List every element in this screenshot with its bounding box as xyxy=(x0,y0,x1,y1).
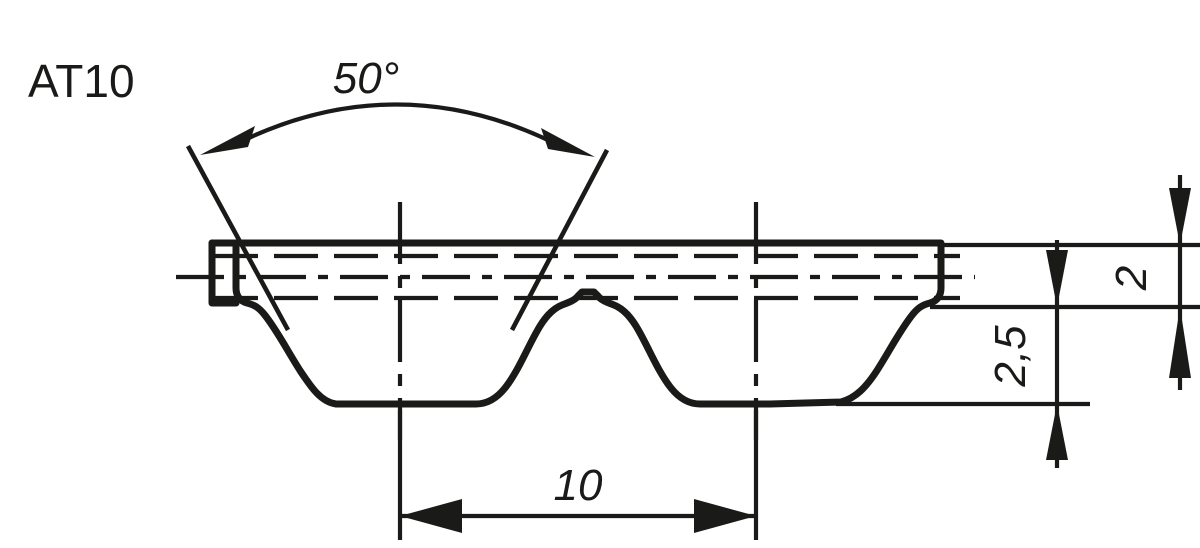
belt-internal-lines-group xyxy=(176,253,975,301)
tooth-height-label: 2,5 xyxy=(986,325,1035,388)
flank-angle-arc xyxy=(227,102,569,152)
flank-angle-dimension-group: 50° xyxy=(185,54,610,332)
back-thickness-arrowhead-upper xyxy=(1169,188,1191,245)
back-thickness-label: 2 xyxy=(1107,266,1156,291)
flank-leader-right xyxy=(509,148,610,332)
flank-leader-left xyxy=(185,144,291,332)
tooth-height-arrowhead-upper xyxy=(1046,250,1068,307)
belt-left-end-face xyxy=(208,239,240,307)
belt-tooth-profile-path xyxy=(208,239,945,408)
tooth-centerlines-group xyxy=(397,202,759,440)
pitch-label: 10 xyxy=(554,461,603,510)
flank-angle-arrowhead-left xyxy=(200,126,255,155)
pitch-arrowhead-left xyxy=(400,499,462,533)
tooth-height-dimension-group: 2,5 xyxy=(836,240,1120,468)
pitch-dimension-group: 10 xyxy=(397,410,759,540)
tooth-height-arrowhead-lower xyxy=(1046,404,1068,460)
back-thickness-arrowhead-lower xyxy=(1169,307,1191,378)
back-thickness-dimension-group: 2 xyxy=(944,175,1200,390)
flank-angle-label: 50° xyxy=(333,54,400,103)
belt-profile-outline-group xyxy=(208,239,945,408)
flank-angle-arrowhead-right xyxy=(541,128,595,157)
page-title: AT10 xyxy=(28,55,135,107)
pitch-arrowhead-right xyxy=(694,499,756,533)
